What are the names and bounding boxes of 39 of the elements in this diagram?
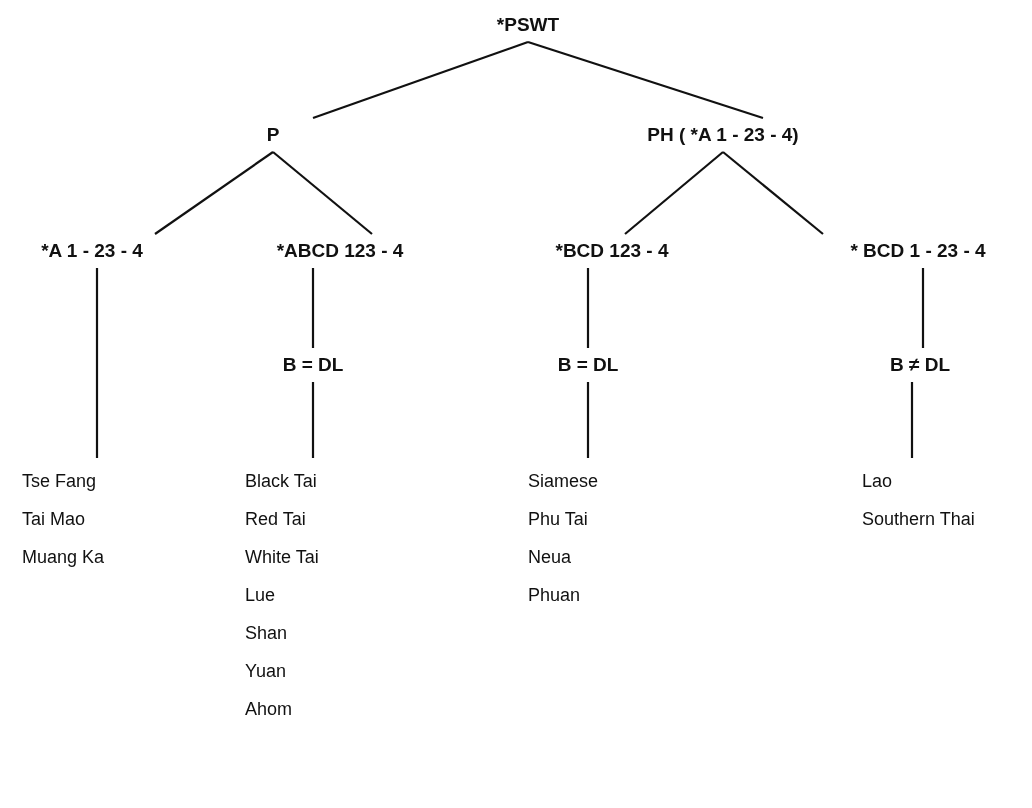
tree-branch-line: [311, 268, 315, 348]
tree-branch-line: [624, 151, 724, 235]
tree-branch-line: [722, 151, 824, 235]
tree-branch-line: [527, 40, 764, 120]
node-label: P: [266, 124, 280, 145]
node-label: * BCD 1 - 23 - 4: [850, 240, 986, 261]
language-name: Red Tai: [245, 508, 307, 531]
language-name: White Tai: [245, 546, 320, 569]
tree-branch-line: [910, 382, 914, 458]
language-name: Tse Fang: [22, 470, 98, 493]
tree-branch-line: [95, 268, 99, 458]
tree-branch-line: [586, 382, 590, 458]
tree-branch-line: [312, 40, 529, 120]
language-name: Phuan: [528, 584, 582, 607]
language-name: Muang Ka: [22, 546, 106, 569]
language-name: Black Tai: [245, 470, 318, 493]
language-name: Southern Thai: [862, 508, 976, 531]
tree-branch-line: [921, 268, 925, 348]
language-name: Ahom: [245, 698, 294, 721]
node-label: B = DL: [282, 354, 344, 375]
tree-branch-line: [311, 382, 315, 458]
node-label: PH ( *A 1 - 23 - 4): [647, 124, 799, 145]
language-name: Phu Tai: [528, 508, 589, 531]
node-label: *BCD 123 - 4: [555, 240, 669, 261]
node-label: *ABCD 123 - 4: [276, 240, 404, 261]
language-name: Tai Mao: [22, 508, 87, 531]
language-name: Neua: [528, 546, 573, 569]
node-label: B ≠ DL: [889, 354, 950, 375]
tree-branch-line: [272, 151, 373, 235]
node-label: B = DL: [557, 354, 619, 375]
language-name: Siamese: [528, 470, 600, 493]
language-name: Yuan: [245, 660, 288, 683]
language-name: Shan: [245, 622, 289, 645]
tree-branch-line: [586, 268, 590, 348]
tree-branch-line: [154, 151, 274, 235]
node-label: *PSWT: [496, 14, 560, 35]
node-label: *A 1 - 23 - 4: [41, 240, 143, 261]
language-name: Lao: [862, 470, 894, 493]
language-name: Lue: [245, 584, 277, 607]
